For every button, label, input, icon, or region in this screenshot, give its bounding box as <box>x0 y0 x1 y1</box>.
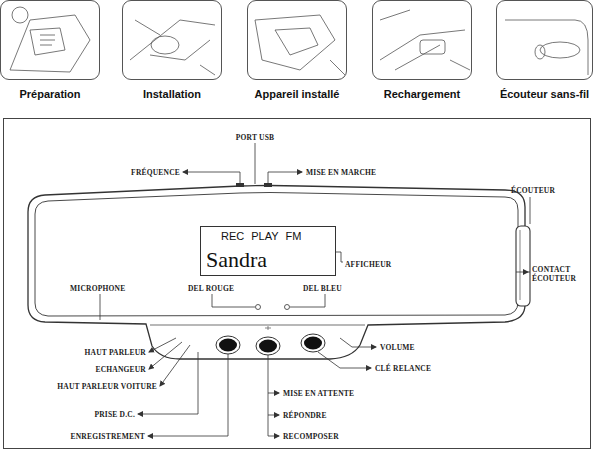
photo-frame <box>496 0 593 80</box>
callout-label: CLÉ RELANCE <box>375 364 431 373</box>
photo-panel: Préparation <box>0 0 100 80</box>
mirror-glass <box>35 193 518 317</box>
callout-label: CONTACT ÉCOUTEUR <box>532 265 578 283</box>
callout-label: RECOMPOSER <box>283 432 339 441</box>
display-status: REC PLAY FM <box>221 230 301 242</box>
callout-label: PRISE D.C. <box>94 410 135 419</box>
diagram-frame <box>4 119 591 449</box>
callout-label: ÉCOUTEUR <box>511 186 555 195</box>
buttons <box>216 334 325 355</box>
photo-panel: Rechargement <box>372 0 472 80</box>
callout-label: VOLUME <box>380 343 415 352</box>
mirror-body <box>28 186 525 360</box>
photo-frame <box>122 0 222 80</box>
leader-lines <box>100 143 530 436</box>
callout-label: MISE EN MARCHE <box>306 168 376 177</box>
photo-frame <box>0 0 100 80</box>
earpiece <box>516 226 530 306</box>
photo-frame <box>247 0 347 80</box>
callout-label: MISE EN ATTENTE <box>283 389 354 398</box>
callout-label: ECHANGEUR <box>95 365 146 374</box>
red-led <box>256 305 261 310</box>
photo-panel: Écouteur sans-fil <box>496 0 593 80</box>
panel-caption: Appareil installé <box>235 88 359 100</box>
callout-label: DEL BLEU <box>303 284 342 293</box>
photo-panel: Appareil installé <box>247 0 347 80</box>
lcd-display: REC PLAY FM Sandra <box>200 226 336 276</box>
callout-label: RÉPONDRE <box>283 411 327 420</box>
blue-led <box>285 305 290 310</box>
earpiece-line <box>520 230 521 300</box>
pod-seam <box>150 325 365 326</box>
photo-panel: Installation <box>122 0 222 80</box>
panel-caption: Préparation <box>0 88 112 100</box>
panel-caption: Écouteur sans-fil <box>484 88 594 100</box>
usb-icon <box>265 326 271 330</box>
callout-label: PORT USB <box>236 133 275 142</box>
callout-label: HAUT PARLEUR <box>84 348 146 357</box>
callout-label: HAUT PARLEUR VOITURE <box>57 382 157 391</box>
photo-frame <box>372 0 472 80</box>
panel-caption: Installation <box>110 88 234 100</box>
callout-label: DEL ROUGE <box>188 284 234 293</box>
display-name: Sandra <box>206 247 267 273</box>
callout-label: FRÉQUENCE <box>131 168 180 177</box>
thumbnail-sketches <box>10 7 588 75</box>
panel-caption: Rechargement <box>360 88 484 100</box>
callout-label: ENREGISTREMENT <box>71 432 145 441</box>
callout-label: AFFICHEUR <box>345 260 391 269</box>
callout-label: MICROPHONE <box>70 284 125 293</box>
